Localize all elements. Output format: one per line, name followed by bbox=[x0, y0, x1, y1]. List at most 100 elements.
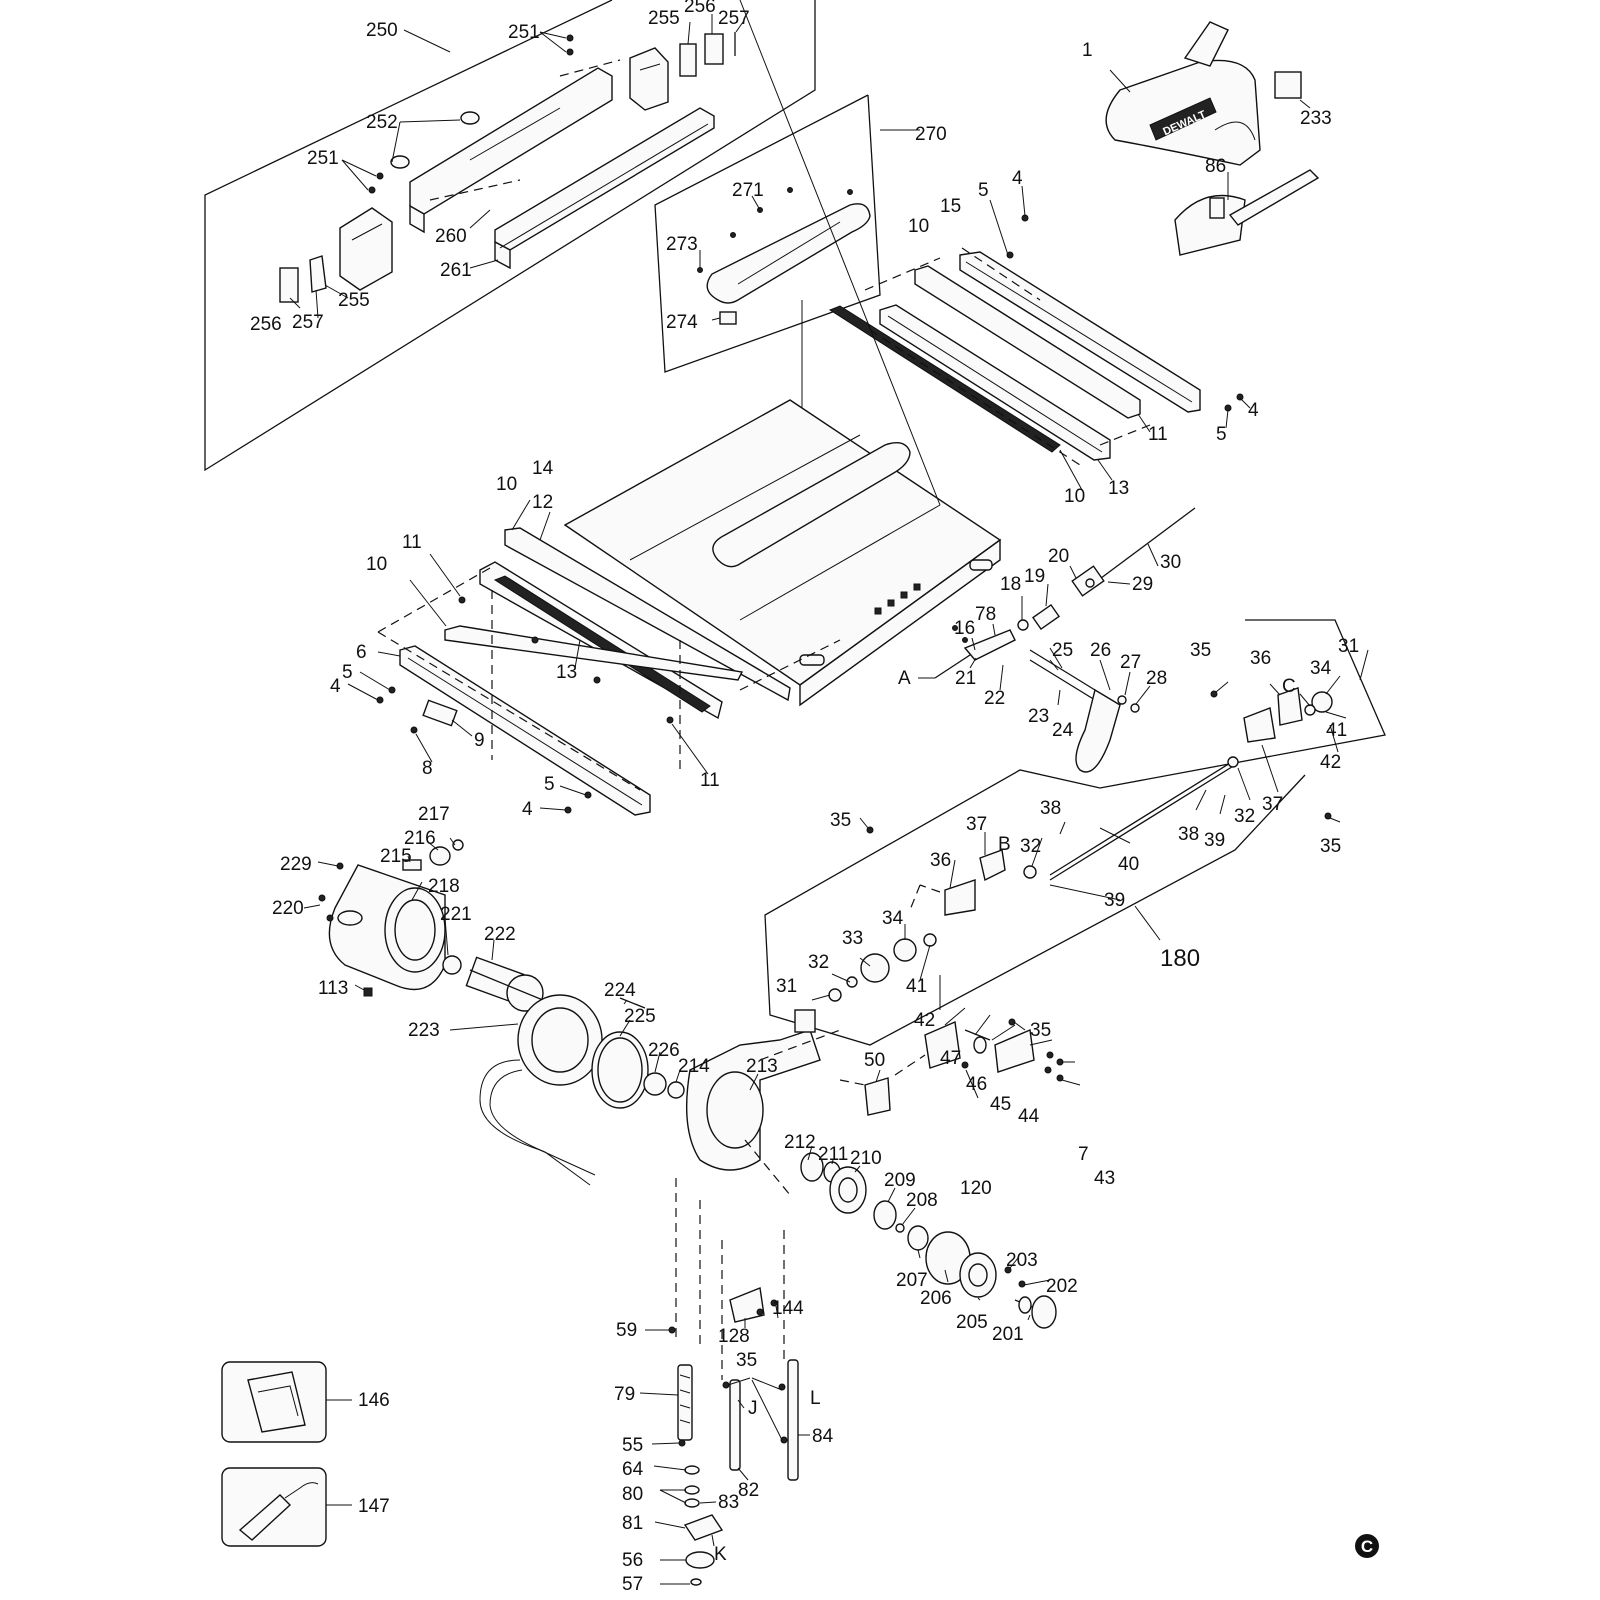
callout: 26 bbox=[1090, 640, 1111, 661]
callout: 40 bbox=[1118, 854, 1139, 875]
callout: 19 bbox=[1024, 566, 1045, 587]
callout: 180 bbox=[1160, 945, 1200, 972]
callout: L bbox=[810, 1388, 821, 1409]
rip-fence-assembly bbox=[204, 0, 816, 472]
callout: 218 bbox=[428, 876, 460, 897]
callout: 20 bbox=[1048, 546, 1069, 567]
callout: 10 bbox=[496, 474, 517, 495]
callout: 27 bbox=[1120, 652, 1141, 673]
callout: 6 bbox=[356, 642, 367, 663]
callout: 252 bbox=[366, 112, 398, 133]
callout: 36 bbox=[930, 850, 951, 871]
callout: 43 bbox=[1094, 1168, 1115, 1189]
callout: 34 bbox=[1310, 658, 1332, 679]
callout: 4 bbox=[1248, 400, 1259, 421]
callout: 5 bbox=[544, 774, 555, 795]
callout: 271 bbox=[732, 180, 764, 201]
callout: K bbox=[714, 1544, 727, 1565]
callout: 78 bbox=[975, 604, 996, 625]
callout: C bbox=[1282, 676, 1296, 697]
callout: 223 bbox=[408, 1020, 440, 1041]
callout: 41 bbox=[906, 976, 927, 997]
motor-assembly bbox=[303, 837, 841, 1196]
callout: 21 bbox=[955, 668, 976, 689]
callout: 82 bbox=[738, 1480, 759, 1501]
callout: 216 bbox=[404, 828, 436, 849]
callout: 50 bbox=[864, 1050, 885, 1071]
callout: B bbox=[998, 834, 1011, 855]
callout: 39 bbox=[1104, 890, 1125, 911]
miter-gauge bbox=[1174, 169, 1320, 256]
svg-text:C: C bbox=[1361, 1537, 1373, 1556]
callout: 260 bbox=[435, 226, 467, 247]
callout: 33 bbox=[842, 928, 863, 949]
callout: 11 bbox=[700, 770, 720, 791]
callout: 38 bbox=[1178, 824, 1199, 845]
grease-gun-accessory bbox=[221, 1467, 352, 1547]
callout: 257 bbox=[718, 8, 750, 29]
tilt-mechanism-group-180 bbox=[764, 619, 1386, 1046]
callout: 201 bbox=[992, 1324, 1024, 1345]
callout: 224 bbox=[604, 980, 636, 1001]
callout: 9 bbox=[474, 730, 485, 751]
callout: 1 bbox=[1082, 40, 1093, 61]
callout: 5 bbox=[342, 662, 353, 683]
callout: 23 bbox=[1028, 706, 1049, 727]
callout: 28 bbox=[1146, 668, 1167, 689]
callout: 45 bbox=[990, 1094, 1011, 1115]
callout: A bbox=[898, 668, 911, 689]
callout: 4 bbox=[1012, 168, 1023, 189]
callout: 256 bbox=[250, 314, 282, 335]
callout: 273 bbox=[666, 234, 698, 255]
callout: 81 bbox=[622, 1513, 643, 1534]
callout: 10 bbox=[908, 216, 929, 237]
callout: 222 bbox=[484, 924, 516, 945]
callout: 32 bbox=[1020, 836, 1041, 857]
callout: 251 bbox=[508, 22, 540, 43]
callout: 22 bbox=[984, 688, 1005, 709]
callout: 15 bbox=[940, 196, 961, 217]
callout: 37 bbox=[966, 814, 987, 835]
gear-train bbox=[800, 1145, 1057, 1329]
callout: 233 bbox=[1300, 108, 1332, 129]
callout: 211 bbox=[818, 1144, 848, 1165]
callout: 226 bbox=[648, 1040, 680, 1061]
callout: 5 bbox=[1216, 424, 1227, 445]
callout: 120 bbox=[960, 1178, 992, 1199]
callout: 32 bbox=[808, 952, 829, 973]
right-rail-assembly bbox=[828, 185, 1251, 491]
callout: 18 bbox=[1000, 574, 1021, 595]
callout: 47 bbox=[940, 1048, 961, 1069]
copyright-symbol: C bbox=[1355, 1534, 1379, 1558]
callout: 12 bbox=[532, 492, 553, 513]
callout: 83 bbox=[718, 1492, 739, 1513]
callout: 38 bbox=[1040, 798, 1061, 819]
callout: 206 bbox=[920, 1288, 952, 1309]
callout: 250 bbox=[366, 20, 398, 41]
callout: 220 bbox=[272, 898, 304, 919]
callout: 146 bbox=[358, 1390, 390, 1411]
callout: 42 bbox=[914, 1010, 935, 1031]
callout: 44 bbox=[1018, 1106, 1040, 1127]
callout: 41 bbox=[1326, 720, 1347, 741]
callout: 8 bbox=[422, 758, 433, 779]
callout: 4 bbox=[330, 676, 341, 697]
callout: 4 bbox=[522, 799, 533, 820]
callout: 10 bbox=[366, 554, 387, 575]
callout: 217 bbox=[418, 804, 450, 825]
callout: 37 bbox=[1262, 794, 1283, 815]
callout: 225 bbox=[624, 1006, 656, 1027]
callout: 128 bbox=[718, 1326, 750, 1347]
callout: 11 bbox=[1148, 424, 1168, 445]
table-top bbox=[563, 0, 1002, 707]
callout: 270 bbox=[915, 124, 947, 145]
callout: 80 bbox=[622, 1484, 643, 1505]
callout: 205 bbox=[956, 1312, 988, 1333]
callout: 203 bbox=[1006, 1250, 1038, 1271]
callout: 32 bbox=[1234, 806, 1255, 827]
callout: 31 bbox=[1338, 636, 1359, 657]
callout: 42 bbox=[1320, 752, 1341, 773]
callout: 256 bbox=[684, 0, 716, 17]
callout: 86 bbox=[1205, 156, 1226, 177]
callout: 25 bbox=[1052, 640, 1073, 661]
